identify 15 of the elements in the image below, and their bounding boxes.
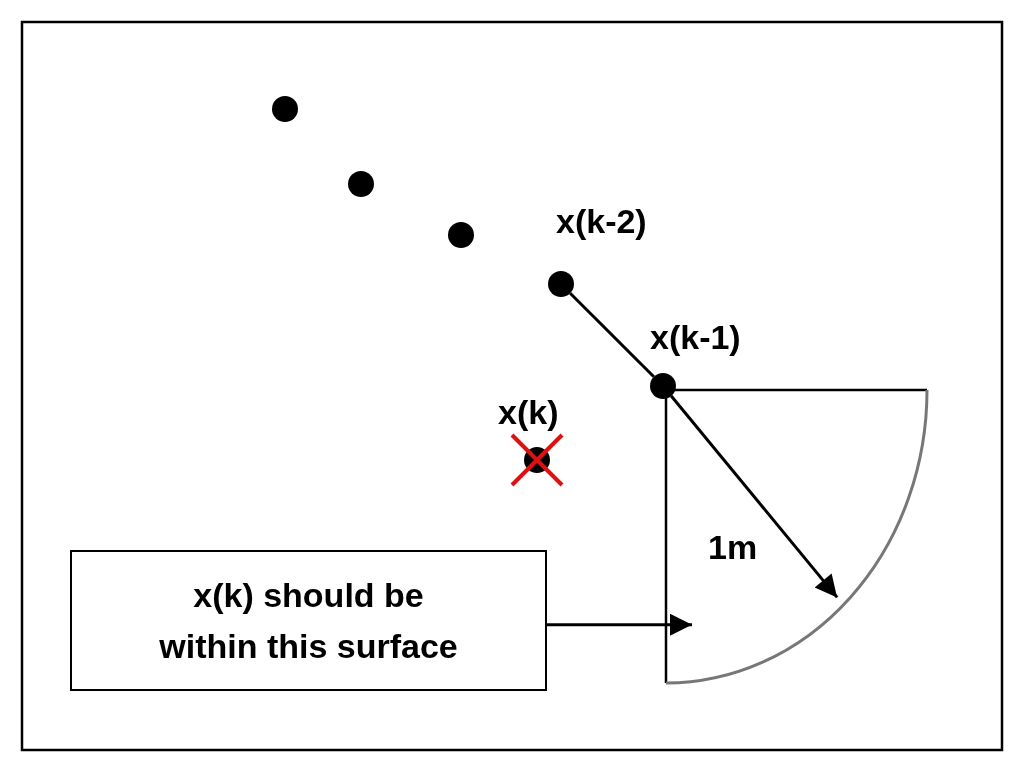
quarter-circle-surface	[665, 389, 929, 685]
edge-label: 1m	[708, 530, 758, 564]
point-dot	[548, 271, 574, 297]
arrow	[670, 395, 839, 599]
point-dot	[272, 96, 298, 122]
connector-line	[569, 292, 655, 378]
point-label: x(k)	[498, 395, 559, 429]
point-label: x(k-1)	[650, 320, 741, 354]
point-dot	[348, 171, 374, 197]
note-text: x(k) should be within this surface	[158, 574, 459, 667]
arrow	[547, 613, 692, 636]
point-label: x(k-2)	[556, 204, 647, 238]
point-dot	[448, 222, 474, 248]
note-box	[70, 550, 547, 691]
point-dot	[650, 373, 676, 399]
